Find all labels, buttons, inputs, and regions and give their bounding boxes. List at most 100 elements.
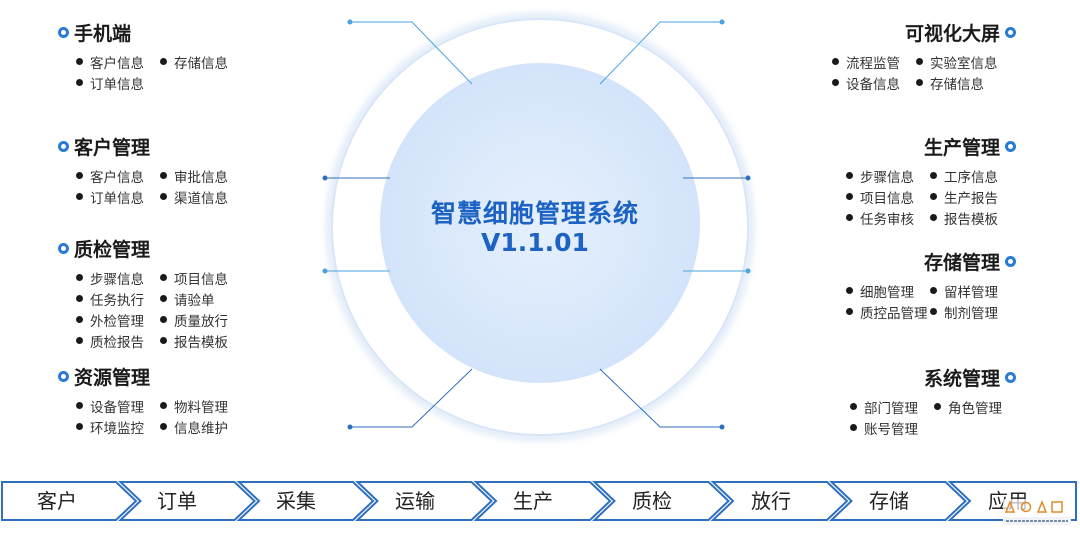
connector-dot [347, 19, 353, 25]
bullet-icon [160, 193, 167, 200]
module-item: 步骤信息 [76, 268, 160, 288]
module-system: 系统管理 部门管理 角色管理 账号管理 [828, 365, 1018, 438]
module-item-label: 订单信息 [90, 190, 144, 207]
module-item: 渠道信息 [160, 187, 244, 207]
module-item: 设备信息 [832, 73, 916, 93]
bullet-icon [846, 308, 853, 315]
module-item: 部门管理 [850, 397, 934, 417]
module-dot-icon [58, 242, 69, 254]
module-item: 订单信息 [76, 73, 160, 93]
module-title: 生产管理 [923, 136, 1000, 159]
module-item: 账号管理 [850, 418, 934, 438]
bullet-icon [930, 287, 937, 294]
bullet-icon [160, 423, 167, 430]
module-item-label: 设备管理 [90, 399, 144, 416]
module-dashboard: 可视化大屏 流程监管 实验室信息 设备信息 存储信息 [828, 20, 1016, 93]
module-title: 可视化大屏 [904, 22, 1000, 45]
module-item-label: 物料管理 [174, 399, 228, 416]
connector-dot [322, 175, 328, 181]
module-quality: 质检管理 步骤信息 项目信息 任务执行 请验单 外检管理 质量放行 质检报告 报… [58, 236, 244, 351]
module-item-label: 细胞管理 [860, 284, 914, 301]
bullet-icon [76, 423, 83, 430]
module-item: 存储信息 [160, 52, 244, 72]
flow-step-chevron [591, 481, 730, 521]
module-item: 信息维护 [160, 417, 244, 437]
module-item-label: 项目信息 [860, 190, 914, 207]
bullet-icon [846, 172, 853, 179]
module-item: 细胞管理 [846, 281, 930, 301]
bullet-icon [76, 58, 83, 65]
flow-step-label: 存储 [869, 489, 909, 513]
bullet-icon [916, 58, 923, 65]
module-item-label: 步骤信息 [90, 271, 144, 288]
bullet-icon [76, 172, 83, 179]
module-title: 手机端 [74, 22, 132, 45]
connector-dot [719, 424, 725, 430]
module-item-label: 订单信息 [90, 76, 144, 93]
module-title: 客户管理 [74, 136, 151, 159]
module-dot-icon [1005, 255, 1016, 267]
module-resource: 资源管理 设备管理 物料管理 环境监控 信息维护 [58, 364, 244, 437]
bullet-icon [76, 193, 83, 200]
module-item: 流程监管 [832, 52, 916, 72]
module-dot-icon [1005, 26, 1016, 38]
bullet-icon [846, 287, 853, 294]
flow-step-chevron [828, 481, 967, 521]
bullet-icon [930, 214, 937, 221]
module-item: 留样管理 [930, 281, 1014, 301]
module-item: 任务执行 [76, 289, 160, 309]
module-item: 质控品管理 [846, 302, 930, 322]
bullet-icon [930, 308, 937, 315]
module-dot-icon [1005, 140, 1016, 152]
module-item: 报告模板 [160, 331, 244, 351]
bullet-icon [160, 295, 167, 302]
connector-dot [347, 424, 353, 430]
system-title: 智慧细胞管理系统 [430, 199, 639, 228]
module-item-label: 步骤信息 [860, 169, 914, 186]
module-item: 质检报告 [76, 331, 160, 351]
module-storage: 存储管理 细胞管理 留样管理 质控品管理 制剂管理 [828, 249, 1016, 322]
flow-step-label: 生产 [513, 489, 553, 513]
module-item: 物料管理 [160, 396, 244, 416]
module-item-label: 任务审核 [860, 211, 914, 228]
bullet-icon [160, 58, 167, 65]
system-version: V1.1.01 [481, 228, 589, 257]
module-item: 角色管理 [934, 397, 1018, 417]
module-item-label: 任务执行 [90, 292, 144, 309]
module-item-label: 审批信息 [174, 169, 228, 186]
bullet-icon [850, 424, 857, 431]
flow-step-label: 订单 [157, 489, 197, 513]
flow-step-label: 质检 [632, 489, 672, 513]
flow-step-label: 客户 [37, 489, 77, 513]
watermark-logo-icon [1003, 499, 1071, 525]
module-item: 项目信息 [846, 187, 930, 207]
connector-line-top-right [599, 21, 722, 85]
connector-dot [322, 268, 328, 274]
connector-dot [745, 268, 751, 274]
flow-step-label: 运输 [395, 489, 435, 513]
bullet-icon [832, 79, 839, 86]
bullet-icon [850, 403, 857, 410]
module-item: 存储信息 [916, 73, 1000, 93]
module-item-label: 存储信息 [174, 55, 228, 72]
bullet-icon [160, 337, 167, 344]
module-item-label: 生产报告 [944, 190, 998, 207]
module-item: 生产报告 [930, 187, 1014, 207]
module-item: 客户信息 [76, 52, 160, 72]
module-item: 实验室信息 [916, 52, 1000, 72]
bullet-icon [160, 274, 167, 281]
bullet-icon [76, 316, 83, 323]
module-item: 环境监控 [76, 417, 160, 437]
bullet-icon [76, 79, 83, 86]
module-item: 项目信息 [160, 268, 244, 288]
module-mobile: 手机端 客户信息 存储信息 订单信息 [58, 20, 244, 93]
bullet-icon [76, 402, 83, 409]
module-item-label: 渠道信息 [174, 190, 228, 207]
bullet-icon [76, 274, 83, 281]
module-item: 报告模板 [930, 208, 1014, 228]
module-item-label: 存储信息 [930, 76, 984, 93]
module-dot-icon [58, 140, 69, 152]
module-item-label: 流程监管 [846, 55, 900, 72]
